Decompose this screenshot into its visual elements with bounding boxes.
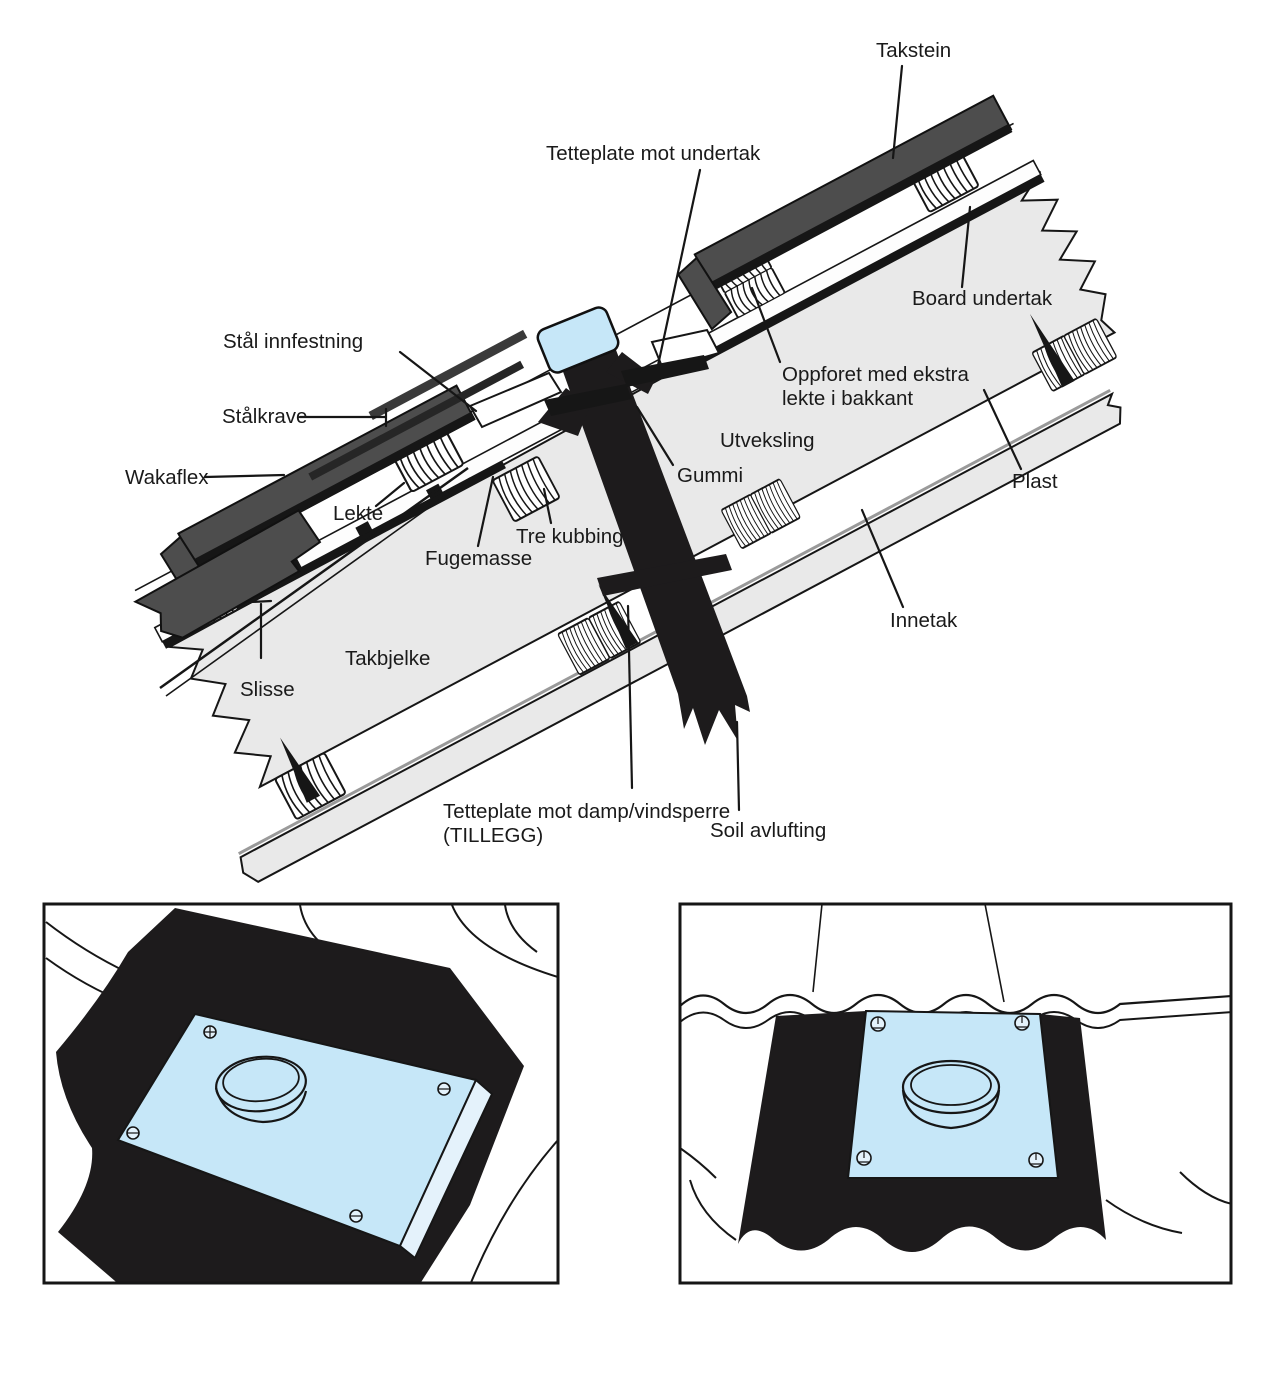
- leader-tetteplate-undertak: [655, 168, 702, 372]
- label-takbjelke: Takbjelke: [345, 647, 430, 670]
- slisse-membrane-line: [159, 466, 469, 690]
- leader-board-undertak: [960, 205, 972, 289]
- roof-section-diagram: Takstein Tetteplate mot undertak Board u…: [125, 39, 1122, 883]
- pipe-collar-ring: [901, 1059, 1001, 1130]
- leader-stalkrave: [298, 407, 388, 428]
- plate-screws: [856, 1015, 1044, 1168]
- tile-outline: [451, 904, 558, 978]
- tile-joint-line: [984, 904, 1005, 1003]
- leader-lekte: [374, 481, 406, 508]
- label-lekte: Lekte: [333, 502, 383, 525]
- section-labels: Takstein Tetteplate mot undertak Board u…: [125, 39, 1058, 847]
- leader-innetak: [860, 508, 905, 609]
- tile-outline: [469, 1139, 558, 1283]
- leader-lines: [203, 64, 1023, 812]
- tile-outline: [680, 1147, 717, 1179]
- leader-slisse: [249, 599, 273, 660]
- label-gummi: Gummi: [677, 464, 743, 487]
- tile-joint-line: [812, 904, 823, 993]
- roof-tile-left-lower: [133, 509, 322, 639]
- label-soil-avlufting: Soil avlufting: [710, 819, 826, 842]
- leader-soil-avlufting: [735, 720, 741, 812]
- label-tre-kubbing: Tre kubbing: [516, 525, 624, 548]
- label-stalkrave: Stålkrave: [222, 405, 307, 428]
- plate-screws: [126, 1025, 451, 1223]
- tile-wave-upper: [680, 993, 1231, 1015]
- label-wakaflex: Wakaflex: [125, 466, 209, 489]
- tetteplate-undertak-left: [544, 384, 632, 416]
- tile-outline: [689, 1179, 737, 1241]
- tile-outline: [504, 904, 538, 953]
- pipe-cap: [536, 306, 620, 374]
- nail-spike: [280, 737, 321, 803]
- leader-oppforet: [750, 286, 782, 364]
- step-left-of-pipe: [468, 371, 563, 429]
- membrane-clip: [355, 521, 373, 537]
- soil-pipe: [556, 342, 750, 745]
- leader-wakaflex: [203, 473, 286, 479]
- label-oppforet-2: lekte i bakkant: [782, 387, 913, 410]
- leader-fugemasse: [476, 475, 495, 548]
- label-tetteplate-damp-2: (TILLEGG): [443, 824, 543, 847]
- panel-border-right: [678, 902, 1233, 1285]
- leader-tetteplate-damp: [626, 604, 634, 790]
- roof-tile-right: [676, 94, 1013, 331]
- label-slisse: Slisse: [240, 678, 295, 701]
- label-oppforet-1: Oppforet med ekstra: [782, 363, 969, 386]
- label-stal-innfestning: Stål innfestning: [223, 330, 363, 353]
- leader-plast: [982, 388, 1023, 471]
- leader-takstein: [891, 64, 904, 160]
- membrane-black: [738, 1011, 1106, 1252]
- leader-tre-kubbing: [542, 487, 553, 525]
- tile-outline: [1105, 1199, 1183, 1234]
- wakaflex-strip: [308, 360, 525, 481]
- label-plast: Plast: [1012, 470, 1058, 493]
- sealing-plate-blue: [846, 1009, 1060, 1179]
- slisse-membrane-line2: [165, 477, 471, 697]
- label-takstein: Takstein: [876, 39, 951, 62]
- leader-stal-innfestning: [398, 350, 478, 413]
- tetteplate-undertak-right: [621, 355, 709, 387]
- label-innetak: Innetak: [890, 609, 958, 632]
- pipe-collar-ring: [214, 1055, 308, 1124]
- leader-gummi: [635, 405, 675, 467]
- nail-spike: [1029, 314, 1075, 388]
- tile-outline: [1179, 1171, 1231, 1205]
- label-tetteplate-undertak: Tetteplate mot undertak: [546, 142, 761, 165]
- sealing-plate-fold: [398, 1078, 494, 1260]
- label-board-undertak: Board undertak: [912, 287, 1053, 310]
- label-utveksling: Utveksling: [720, 429, 815, 452]
- undertak-membrane-right: [681, 174, 1045, 373]
- label-fugemasse: Fugemasse: [425, 547, 532, 570]
- undertak-membrane-left: [162, 461, 506, 649]
- label-tetteplate-damp-1: Tetteplate mot damp/vindsperre: [443, 800, 730, 823]
- detail-panel-right: [678, 902, 1233, 1285]
- panel-border-left: [42, 902, 560, 1285]
- tetteplate-damp-plate: [597, 554, 732, 596]
- detail-panel-left: [42, 902, 560, 1285]
- steel-collar-strip: [368, 329, 528, 420]
